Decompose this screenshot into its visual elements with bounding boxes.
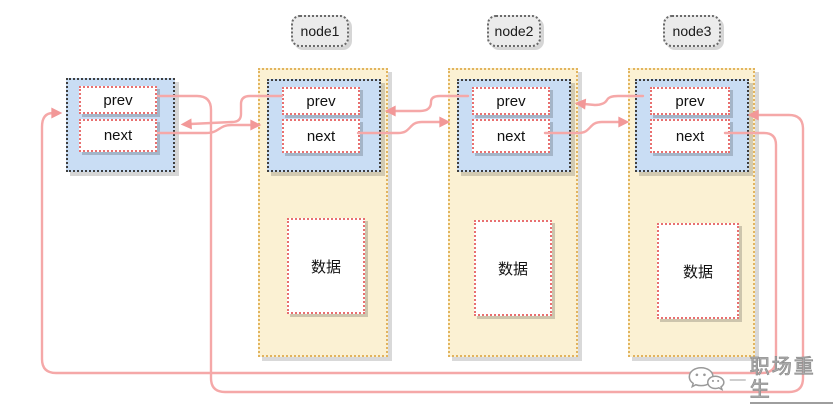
head-prev-field: prev — [79, 86, 157, 114]
node1-pointer-box: prev next — [267, 79, 381, 172]
node1-label-chip: node1 — [291, 15, 349, 47]
node2-prev-field: prev — [472, 87, 550, 115]
head-next-field: next — [79, 119, 157, 152]
head-node: prev next — [66, 78, 175, 172]
watermark-text: 职场重生 — [749, 356, 833, 404]
node3-label-chip: node3 — [663, 15, 721, 47]
node3-prev-field: prev — [650, 87, 730, 115]
node1-card: prev next 数据 — [258, 68, 388, 357]
node2-label-chip: node2 — [487, 15, 541, 47]
node2-card: prev next 数据 — [448, 68, 578, 357]
node2-next-field: next — [472, 119, 550, 153]
node3-data-field: 数据 — [657, 223, 739, 319]
node3-card: prev next 数据 — [628, 68, 755, 357]
watermark: — 职场重生 — [686, 356, 833, 404]
node1-prev-field: prev — [282, 87, 360, 115]
node2-pointer-box: prev next — [457, 79, 571, 172]
wechat-icon — [688, 366, 725, 391]
node2-data-field: 数据 — [474, 220, 552, 316]
node1-next-field: next — [282, 119, 360, 153]
watermark-dash: — — [729, 371, 746, 388]
node3-next-field: next — [650, 119, 730, 153]
node1-data-field: 数据 — [287, 218, 365, 314]
node3-pointer-box: prev next — [635, 79, 749, 172]
